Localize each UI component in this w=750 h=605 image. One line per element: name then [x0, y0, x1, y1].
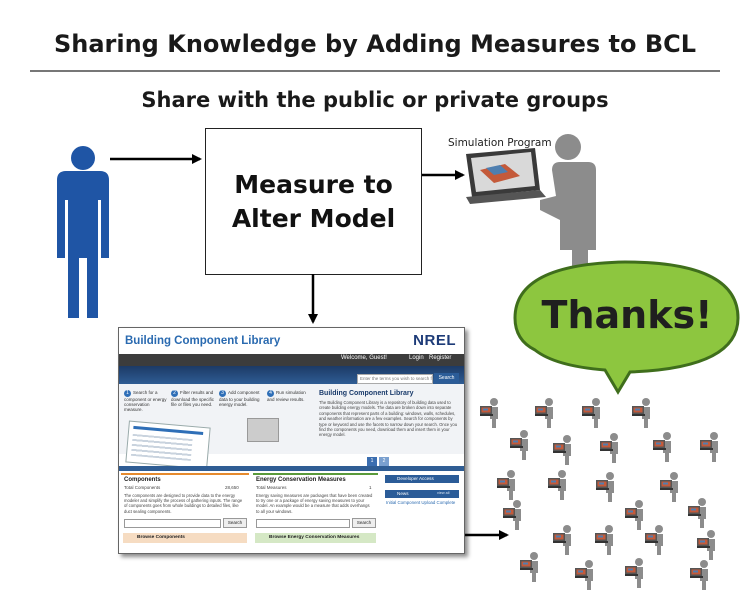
user-icon — [688, 498, 706, 528]
step-number: 1 — [124, 390, 131, 397]
ecm-search-input[interactable] — [256, 519, 350, 528]
user-icon — [548, 470, 566, 500]
news-view-all-link[interactable]: view all — [437, 491, 450, 495]
bcl-intro-heading: Building Component Library — [319, 390, 414, 397]
user-icon — [632, 398, 650, 428]
user-icon — [625, 558, 643, 588]
bcl-intro-text: The Building Component Library is a repo… — [319, 400, 458, 438]
user-icon — [503, 500, 521, 530]
user-icon — [510, 430, 528, 460]
gray-person-with-laptop-icon — [466, 134, 596, 276]
step-number: 3 — [219, 390, 226, 397]
browse-components-button[interactable]: Browse Components — [123, 533, 247, 543]
user-icon — [553, 525, 571, 555]
component-gear-icon — [247, 418, 279, 442]
ecm-search-button[interactable]: Search — [352, 518, 376, 528]
step-text: Search for a component or energy conserv… — [124, 390, 167, 412]
title-divider — [30, 70, 720, 72]
step-text: Add component data to your building ener… — [219, 390, 260, 407]
user-crowd — [480, 398, 718, 590]
user-icon — [645, 525, 663, 555]
user-icon — [625, 500, 643, 530]
user-icon — [690, 560, 708, 590]
developer-access-button[interactable]: Developer Access — [385, 475, 459, 483]
user-icon — [697, 530, 715, 560]
step-number: 2 — [171, 390, 178, 397]
speech-bubble — [513, 260, 740, 395]
user-icon — [600, 433, 618, 463]
components-search-button[interactable]: Search — [223, 518, 247, 528]
user-icon — [653, 432, 671, 462]
subtitle: Share with the public or private groups — [141, 88, 609, 112]
step-text: Run simulation and review results. — [267, 390, 306, 402]
step-number: 4 — [267, 390, 274, 397]
ecm-total-label: Total Measures — [256, 485, 287, 490]
step-text: Filter results and download the specific… — [171, 390, 215, 407]
bcl-search-input[interactable]: Enter the terms you wish to search for. — [357, 374, 433, 384]
bcl-login-link[interactable]: Login — [409, 355, 424, 361]
ecm-heading: Energy Conservation Measures — [256, 477, 346, 483]
thanks-text: Thanks! — [541, 293, 713, 337]
user-icon — [553, 435, 571, 465]
user-icon — [535, 398, 553, 428]
user-icon — [660, 472, 678, 502]
user-icon — [595, 525, 613, 555]
components-heading: Components — [124, 477, 161, 483]
bcl-sidebar — [383, 473, 462, 551]
ecm-total: 1 — [369, 485, 372, 490]
bcl-pager-2[interactable]: 2 — [379, 457, 389, 466]
bcl-screenshot: Building Component Library NREL Welcome,… — [118, 327, 465, 554]
bcl-strip — [119, 466, 464, 471]
news-item[interactable]: Initial Component Upload Complete — [386, 500, 456, 505]
user-icon — [700, 432, 718, 462]
components-search-input[interactable] — [124, 519, 221, 528]
bcl-register-link[interactable]: Register — [429, 355, 452, 361]
nrel-logo: NREL — [413, 332, 456, 349]
user-icon — [520, 552, 538, 582]
bcl-title: Building Component Library — [125, 335, 281, 347]
bcl-top-bar — [119, 354, 464, 366]
blue-person-icon — [57, 146, 109, 318]
bcl-pager-1[interactable]: 1 — [367, 457, 377, 466]
news-header: News — [385, 490, 459, 498]
measure-box-line2: Alter Model — [231, 203, 396, 233]
bcl-header — [119, 328, 464, 354]
user-icon — [497, 470, 515, 500]
components-text: The components are designed to provide d… — [124, 493, 243, 514]
user-icon — [480, 398, 498, 428]
user-icon — [596, 472, 614, 502]
page-title: Sharing Knowledge by Adding Measures to … — [53, 30, 697, 58]
components-total: 28,650 — [225, 485, 239, 490]
user-icon — [575, 560, 593, 590]
measure-box-line1: Measure to — [234, 169, 393, 199]
simulation-program-label: Simulation Program — [448, 137, 552, 149]
bcl-sample-screenshot — [125, 420, 211, 470]
bcl-search-button[interactable]: Search — [434, 373, 459, 383]
ecm-text: Energy saving measures are packages that… — [256, 493, 373, 514]
browse-ecm-button[interactable]: Browse Energy Conservation Measures — [255, 533, 376, 543]
user-icon — [582, 398, 600, 428]
measure-box: Measure to Alter Model — [205, 128, 422, 275]
components-total-label: Total Components — [124, 485, 161, 490]
bcl-welcome: Welcome, Guest! — [341, 355, 387, 361]
